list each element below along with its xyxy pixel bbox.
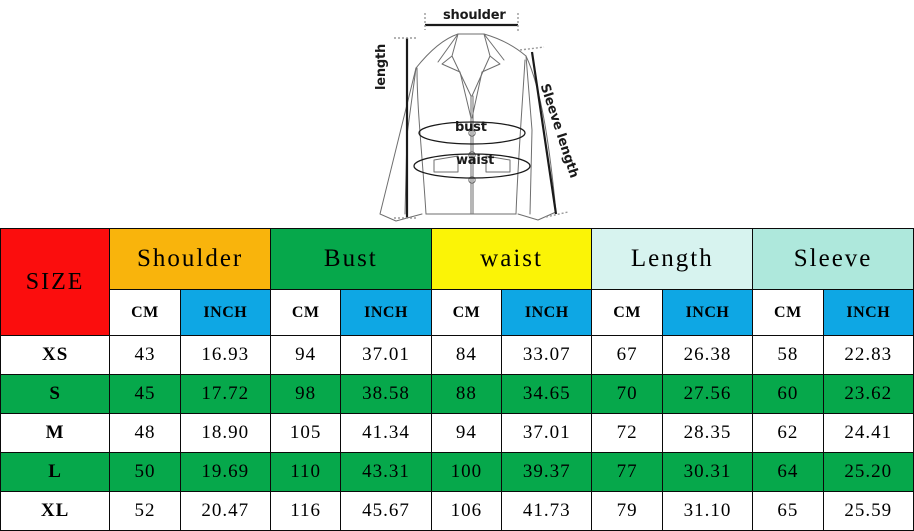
cell-shoulder_cm: 48 bbox=[109, 413, 181, 453]
header-group-bust: Bust bbox=[269, 228, 432, 290]
header-group-waist: waist bbox=[430, 228, 593, 290]
diagram-label-bust: bust bbox=[455, 120, 487, 135]
header-size: SIZE bbox=[0, 228, 111, 336]
header-unit-cm-waist: CM bbox=[430, 289, 503, 336]
cell-sleeve_cm: 60 bbox=[752, 374, 824, 414]
header-unit-inch-waist: INCH bbox=[501, 289, 593, 336]
cell-sleeve_in: 24.41 bbox=[822, 413, 914, 453]
row-size-label: XL bbox=[0, 491, 111, 531]
cell-sleeve_cm: 58 bbox=[752, 335, 824, 375]
cell-shoulder_cm: 52 bbox=[109, 491, 181, 531]
cell-shoulder_in: 20.47 bbox=[179, 491, 271, 531]
cell-shoulder_in: 17.72 bbox=[179, 374, 271, 414]
cell-bust_in: 38.58 bbox=[340, 374, 432, 414]
cell-length_in: 30.31 bbox=[661, 452, 754, 492]
row-size-label: M bbox=[0, 413, 111, 453]
row-size-label: S bbox=[0, 374, 111, 414]
row-size-label: XS bbox=[0, 335, 111, 375]
cell-sleeve_in: 22.83 bbox=[822, 335, 914, 375]
cell-length_cm: 72 bbox=[591, 413, 663, 453]
row-size-label: L bbox=[0, 452, 111, 492]
cell-shoulder_cm: 50 bbox=[109, 452, 181, 492]
cell-sleeve_in: 25.20 bbox=[822, 452, 914, 492]
waist-band bbox=[413, 153, 531, 179]
measurement-diagram-area: shoulder bust waist length Sleeve length bbox=[0, 0, 914, 228]
cell-sleeve_cm: 64 bbox=[752, 452, 824, 492]
header-unit-inch-length: INCH bbox=[661, 289, 754, 336]
cell-sleeve_in: 25.59 bbox=[822, 491, 914, 531]
header-unit-inch-sleeve: INCH bbox=[822, 289, 914, 336]
cell-waist_cm: 94 bbox=[430, 413, 503, 453]
length-measure-line bbox=[394, 37, 416, 219]
cell-bust_cm: 94 bbox=[269, 335, 342, 375]
cell-shoulder_in: 18.90 bbox=[179, 413, 271, 453]
cell-bust_cm: 98 bbox=[269, 374, 342, 414]
cell-shoulder_in: 19.69 bbox=[179, 452, 271, 492]
cell-length_cm: 77 bbox=[591, 452, 663, 492]
cell-bust_cm: 116 bbox=[269, 491, 342, 531]
diagram-label-waist: waist bbox=[456, 153, 495, 168]
header-unit-cm-shoulder: CM bbox=[109, 289, 181, 336]
header-group-shoulder: Shoulder bbox=[109, 228, 271, 290]
cell-waist_cm: 84 bbox=[430, 335, 503, 375]
cell-length_in: 27.56 bbox=[661, 374, 754, 414]
cell-waist_in: 34.65 bbox=[501, 374, 593, 414]
cell-length_in: 31.10 bbox=[661, 491, 754, 531]
cell-sleeve_cm: 65 bbox=[752, 491, 824, 531]
size-chart-table: SIZE Shoulder Bust waist Length Sleeve C… bbox=[0, 228, 914, 531]
cell-bust_in: 37.01 bbox=[340, 335, 432, 375]
cell-waist_cm: 106 bbox=[430, 491, 503, 531]
table-header-groups: SIZE Shoulder Bust waist Length Sleeve bbox=[0, 228, 914, 336]
cell-sleeve_cm: 62 bbox=[752, 413, 824, 453]
cell-bust_in: 45.67 bbox=[340, 491, 432, 531]
cell-waist_in: 33.07 bbox=[501, 335, 593, 375]
header-unit-inch-shoulder: INCH bbox=[179, 289, 271, 336]
cell-length_in: 26.38 bbox=[661, 335, 754, 375]
cell-bust_in: 41.34 bbox=[340, 413, 432, 453]
cell-bust_cm: 105 bbox=[269, 413, 342, 453]
cell-shoulder_cm: 45 bbox=[109, 374, 181, 414]
header-unit-cm-length: CM bbox=[591, 289, 663, 336]
cell-waist_cm: 88 bbox=[430, 374, 503, 414]
blazer-line-drawing bbox=[379, 13, 569, 222]
cell-shoulder_cm: 43 bbox=[109, 335, 181, 375]
header-unit-inch-bust: INCH bbox=[340, 289, 432, 336]
cell-bust_cm: 110 bbox=[269, 452, 342, 492]
cell-waist_in: 37.01 bbox=[501, 413, 593, 453]
diagram-label-shoulder: shoulder bbox=[443, 8, 506, 23]
cell-bust_in: 43.31 bbox=[340, 452, 432, 492]
shoulder-measure-line bbox=[424, 13, 519, 33]
cell-waist_in: 41.73 bbox=[501, 491, 593, 531]
cell-sleeve_in: 23.62 bbox=[822, 374, 914, 414]
sleeve-length-measure-line bbox=[519, 46, 569, 218]
cell-length_cm: 79 bbox=[591, 491, 663, 531]
table-header-units: CM INCH CM INCH CM INCH CM INCH CM INCH bbox=[1, 289, 914, 336]
cell-waist_cm: 100 bbox=[430, 452, 503, 492]
bust-band bbox=[418, 121, 526, 145]
diagram-label-length: length bbox=[374, 43, 389, 90]
header-group-length: Length bbox=[591, 228, 754, 290]
header-unit-cm-sleeve: CM bbox=[752, 289, 824, 336]
cell-shoulder_in: 16.93 bbox=[179, 335, 271, 375]
cell-length_in: 28.35 bbox=[661, 413, 754, 453]
cell-length_cm: 70 bbox=[591, 374, 663, 414]
header-unit-cm-bust: CM bbox=[269, 289, 342, 336]
cell-waist_in: 39.37 bbox=[501, 452, 593, 492]
cell-length_cm: 67 bbox=[591, 335, 663, 375]
header-group-sleeve: Sleeve bbox=[752, 228, 914, 290]
